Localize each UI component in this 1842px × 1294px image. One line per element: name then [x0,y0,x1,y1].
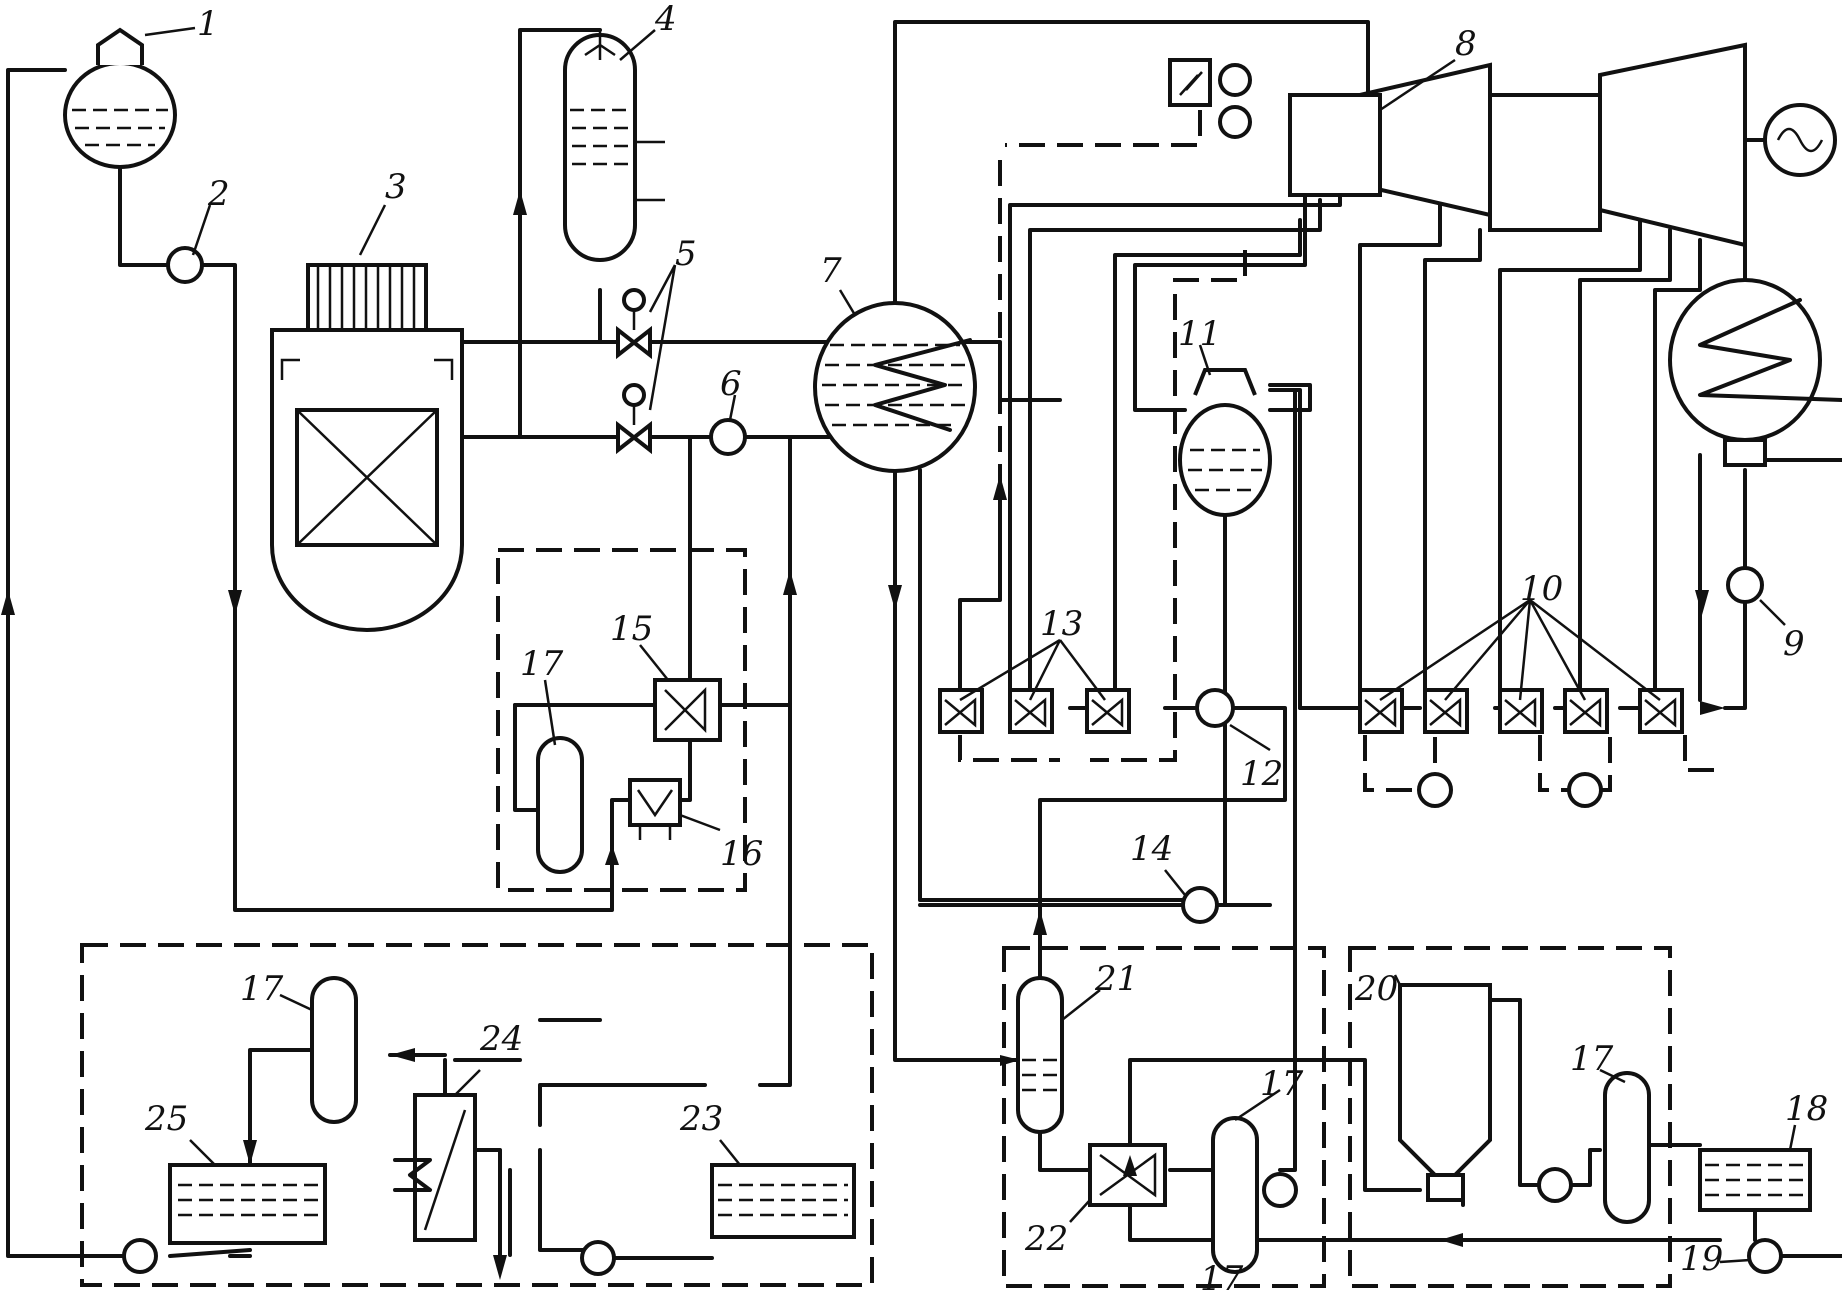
label-6: 6 [720,364,742,404]
label-9: 9 [1783,624,1805,664]
label-13: 13 [1040,604,1083,644]
subsystem-boundaries [80,110,1715,1288]
condenser-9 [1668,278,1842,604]
equipment [63,27,1842,1276]
evaporator-24 [393,1058,502,1272]
label-7: 7 [820,251,842,291]
label-21: 21 [1094,959,1138,999]
makeup-tank-1 [63,27,177,169]
ion-exchange-column-17b [310,976,358,1124]
ion-exchange-column-17d [1603,1071,1651,1224]
hp-heaters-13 [938,688,1131,734]
lp-heaters-10 [1358,688,1684,808]
tank-25 [122,1163,327,1274]
label-22: 22 [1024,1219,1068,1259]
label-17d: 17 [1570,1039,1614,1079]
clarifier-20 [1398,983,1573,1207]
pump-12 [1195,688,1235,728]
label-12: 12 [1240,754,1283,794]
pump-19 [1747,1238,1783,1274]
leader-lines [144,26,1797,1264]
label-20: 20 [1354,969,1398,1009]
label-4: 4 [654,0,677,39]
label-16: 16 [720,834,763,874]
label-11: 11 [1178,314,1221,354]
pump-6 [709,418,747,456]
ion-exchange-column-17a [513,703,584,874]
label-18: 18 [1785,1089,1828,1129]
label-19: 19 [1680,1239,1723,1279]
steam-generator-7 [813,301,977,473]
generator [1763,103,1837,177]
label-24: 24 [479,1019,523,1059]
label-3: 3 [385,167,407,207]
label-14: 14 [1130,829,1173,869]
label-17c: 17 [1260,1064,1304,1104]
turbine-8 [1168,42,1747,248]
label-10: 10 [1520,569,1563,609]
pump-14 [1181,886,1219,924]
heat-exchanger-22 [1088,1143,1298,1208]
deaerator-11 [1178,368,1272,517]
label-17a: 17 [520,644,564,684]
label-17b: 17 [240,969,284,1009]
filter-16 [610,738,692,862]
pressurizer-4 [563,30,637,262]
degasser-21 [1016,976,1064,1134]
tank-23 [580,1163,856,1276]
label-2: 2 [207,174,230,214]
pump-2 [166,246,204,284]
flow-arrows [1,190,1725,1280]
valves-5 [616,288,652,455]
reactor-3 [270,263,464,632]
label-25: 25 [144,1099,188,1139]
label-17e: 17 [1200,1259,1244,1294]
piping [6,20,1842,1258]
tank-18 [1698,1148,1812,1212]
label-5: 5 [675,234,697,274]
label-15: 15 [610,609,653,649]
ion-exchange-column-17c [1211,1116,1259,1274]
heat-exchanger-15 [513,678,722,742]
label-23: 23 [679,1099,723,1139]
label-8: 8 [1455,24,1477,64]
label-1: 1 [197,4,219,44]
component-labels: 1 2 3 4 5 6 7 8 9 10 11 12 13 14 15 16 1… [144,0,1828,1294]
